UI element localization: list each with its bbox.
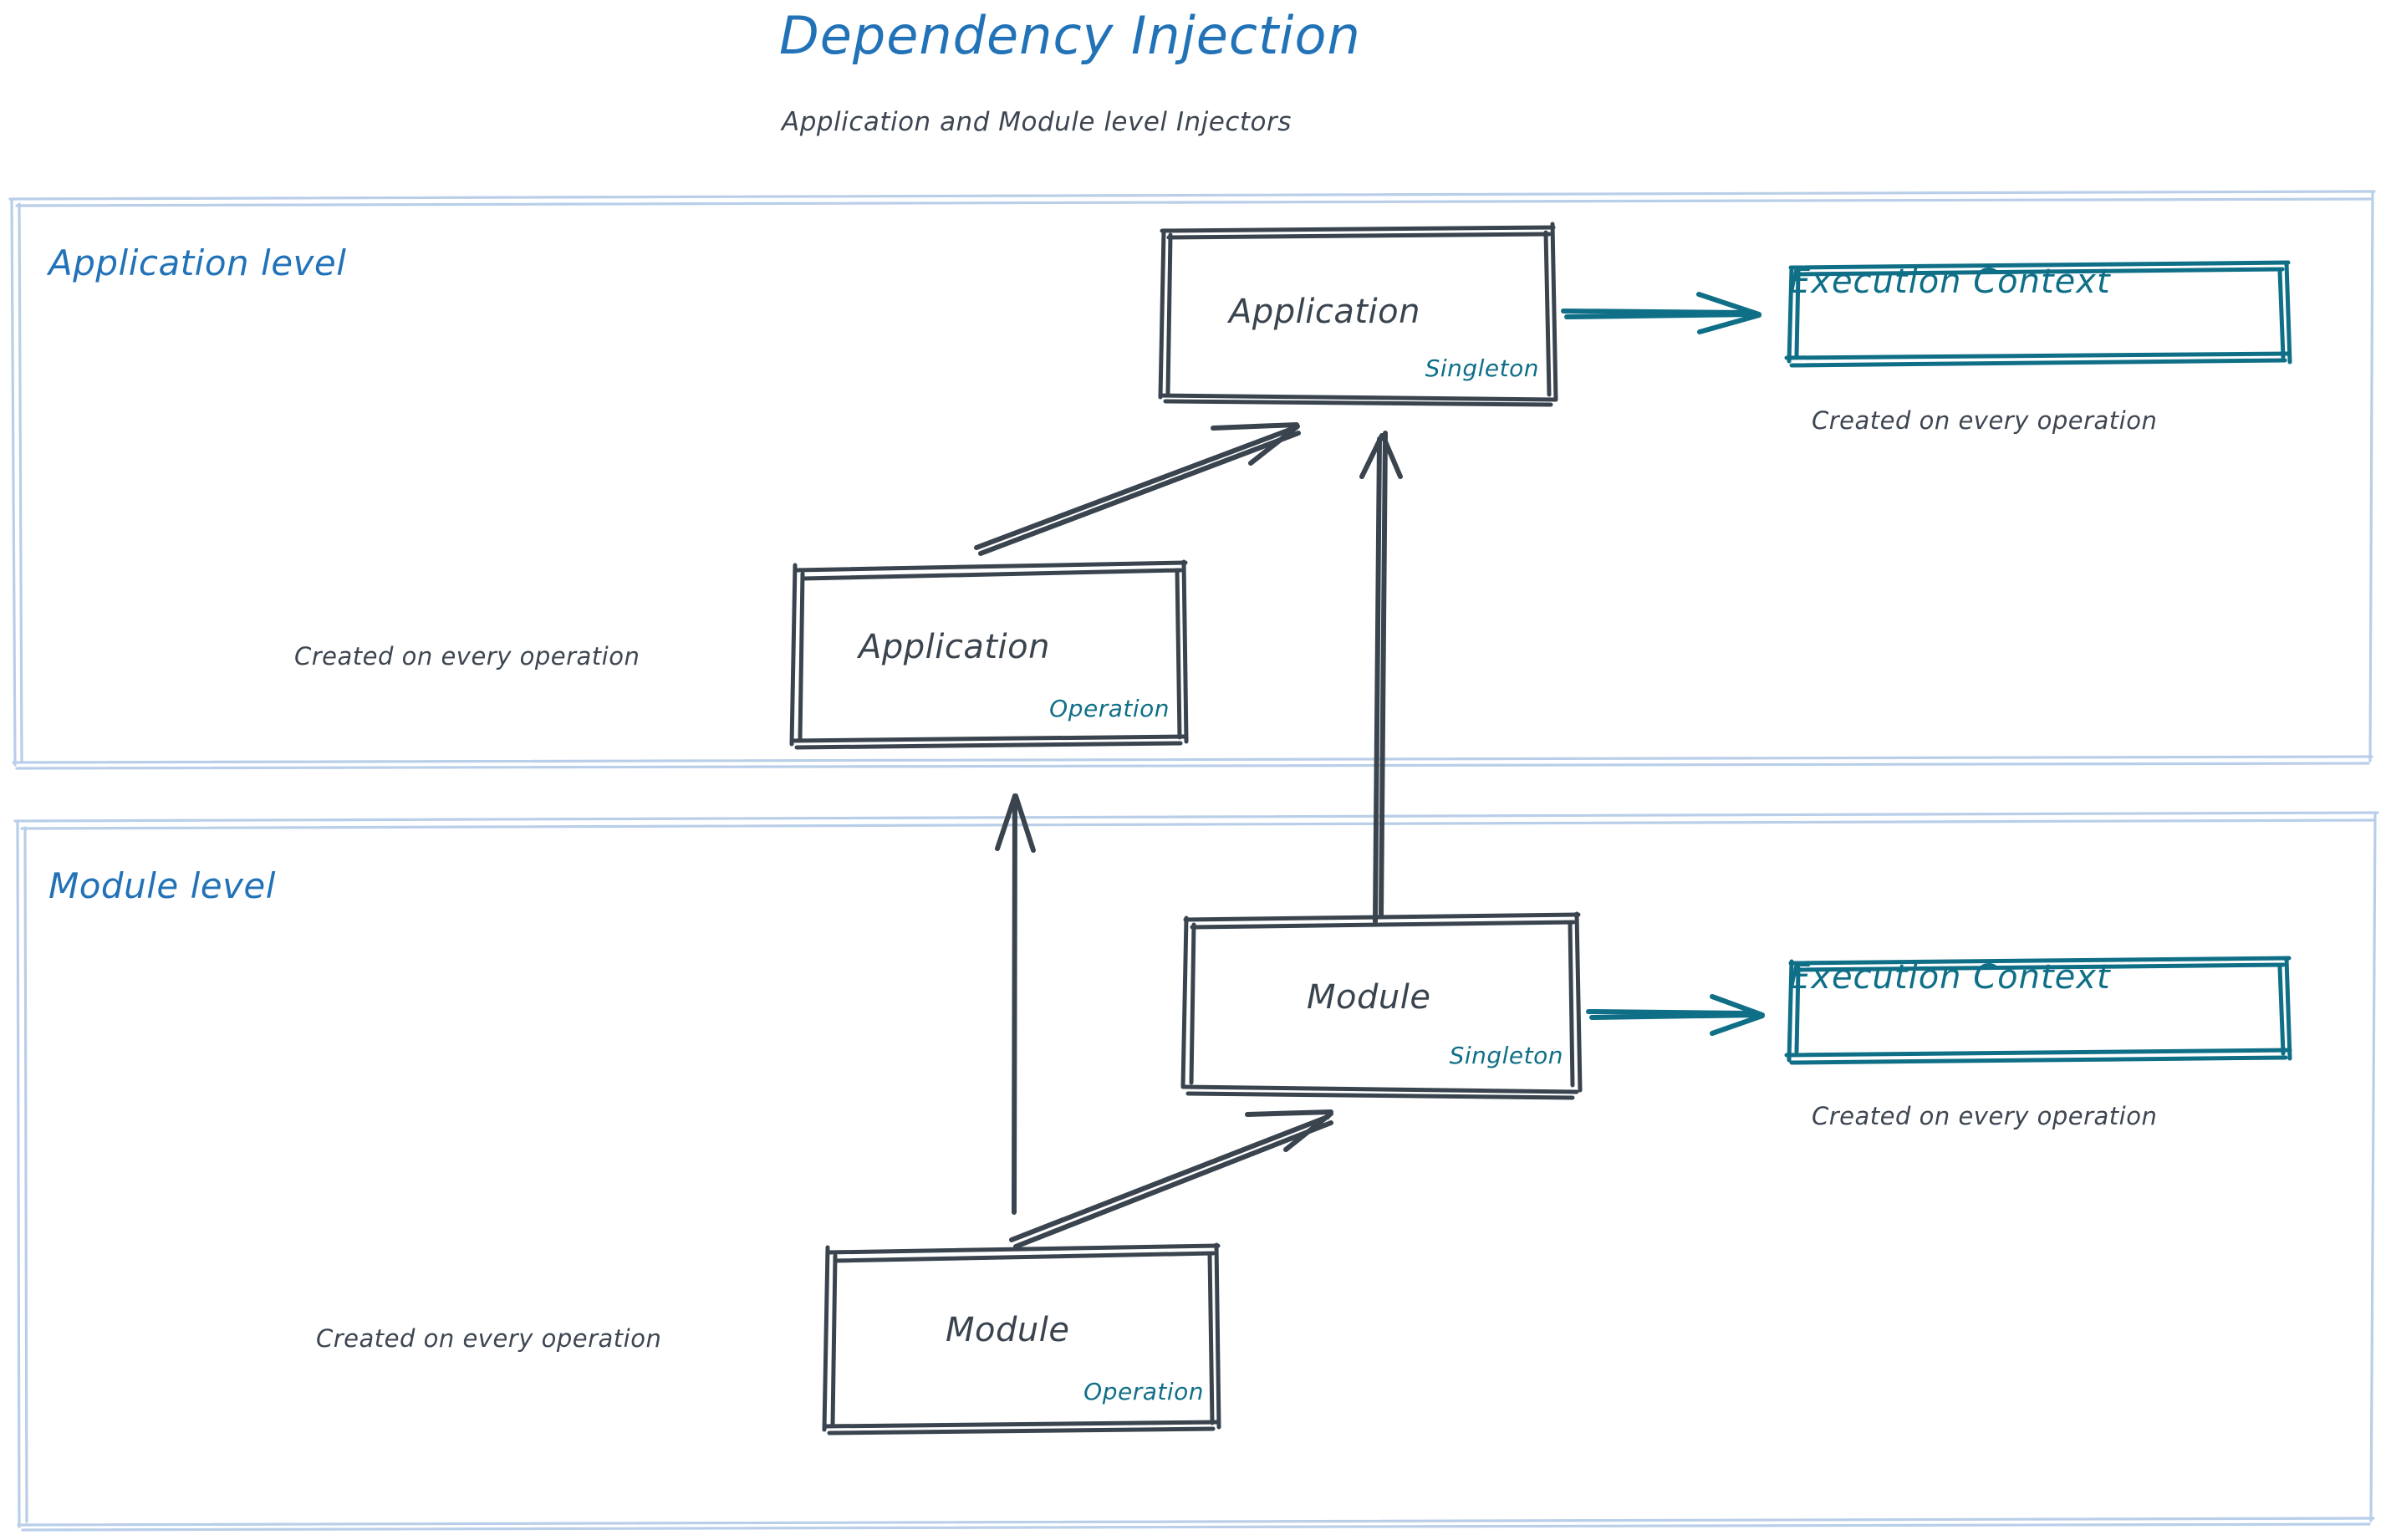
- edge-module-operation-to-app-operation: [995, 793, 1036, 1215]
- panel-label-module-level: Module level: [48, 865, 276, 906]
- node-scope-application-operation: Operation: [1049, 695, 1170, 722]
- caption-execution-context-application: Created on every operation: [1812, 406, 2158, 435]
- page-subtitle: Application and Module level Injectors: [782, 107, 1292, 137]
- node-module-operation[interactable]: Module Operation: [824, 1246, 1219, 1431]
- node-application-singleton[interactable]: Application Singleton: [1160, 227, 1558, 405]
- node-scope-application-singleton: Singleton: [1425, 354, 1539, 382]
- node-title-execution-context-application: Execution Context: [1789, 263, 2111, 301]
- node-title-application-operation: Application: [859, 628, 1050, 666]
- edge-app-singleton-to-execution-context: [1561, 292, 1761, 334]
- edge-module-singleton-to-execution-context: [1586, 994, 1765, 1036]
- page-title: Dependency Injection: [779, 5, 1361, 66]
- panel-label-application-level: Application level: [48, 242, 347, 283]
- caption-module-operation: Created on every operation: [316, 1324, 662, 1353]
- node-title-application-singleton: Application: [1229, 293, 1420, 331]
- node-module-singleton[interactable]: Module Singleton: [1183, 915, 1580, 1097]
- caption-application-operation: Created on every operation: [294, 642, 640, 671]
- edge-module-singleton-to-app-singleton: [1359, 431, 1403, 924]
- node-title-module-singleton: Module: [1307, 978, 1431, 1017]
- node-scope-module-operation: Operation: [1083, 1378, 1204, 1405]
- node-execution-context-module[interactable]: Execution Context: [1789, 958, 2291, 1060]
- node-execution-context-application[interactable]: Execution Context: [1789, 263, 2291, 363]
- node-title-module-operation: Module: [946, 1311, 1070, 1349]
- node-scope-module-singleton: Singleton: [1449, 1042, 1563, 1069]
- edge-app-operation-to-app-singleton: [974, 422, 1301, 556]
- edge-module-operation-to-module-singleton: [1009, 1109, 1333, 1249]
- node-application-operation[interactable]: Application Operation: [792, 563, 1186, 747]
- node-title-execution-context-module: Execution Context: [1789, 958, 2111, 997]
- caption-execution-context-module: Created on every operation: [1812, 1102, 2158, 1130]
